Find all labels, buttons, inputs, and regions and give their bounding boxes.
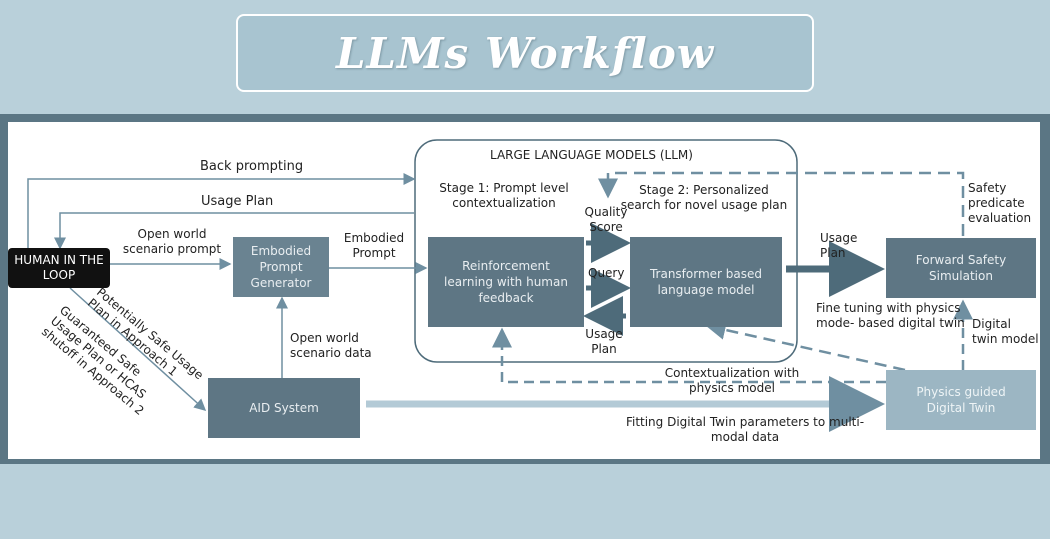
stage1-label: Stage 1: Prompt level contextualization: [439, 181, 569, 210]
page-title: LLMs Workflow: [336, 28, 714, 78]
digital-twin-model-label: Digital twin model: [972, 317, 1039, 346]
safety-predicate-arrow: [598, 171, 965, 236]
aid-label: AID System: [249, 401, 319, 415]
contextualization-arrow: [492, 327, 886, 384]
transformer-label: Transformer based language model: [649, 267, 763, 297]
usage-plan-top-label: Usage Plan: [201, 194, 274, 209]
human-to-aid-arrow: [69, 287, 207, 412]
fitting-label: Fitting Digital Twin parameters to multi…: [625, 415, 865, 444]
llm-group-border: [414, 139, 798, 363]
back-prompting-arrow: [27, 173, 416, 248]
forward-safety-node: Forward Safety Simulation: [886, 238, 1036, 298]
rl-label: Reinforcement learning with human feedba…: [444, 259, 568, 305]
embodied-generator-label: Embodied Prompt Generator: [250, 244, 312, 290]
human-node: HUMAN IN THE LOOP: [8, 248, 110, 288]
fine-tuning-arrow: [705, 320, 906, 372]
fine-tuning-label: Fine tuning with physics mode- based dig…: [816, 301, 965, 330]
forward-safety-label: Forward Safety Simulation: [915, 253, 1007, 283]
embodied-generator-node: Embodied Prompt Generator: [233, 237, 329, 297]
physics-twin-label: Physics guided Digital Twin: [916, 385, 1006, 415]
contextualization-label: Contextualization with physics model: [664, 366, 800, 395]
open-world-data-label: Open world scenario data: [290, 331, 372, 360]
transformer-node: Transformer based language model: [630, 237, 782, 327]
usage-plan-arrow: [54, 212, 414, 250]
physics-twin-node: Physics guided Digital Twin: [886, 370, 1036, 430]
stage2-label: Stage 2: Personalized search for novel u…: [620, 183, 788, 212]
rl-node: Reinforcement learning with human feedba…: [428, 237, 584, 327]
aid-node: AID System: [208, 378, 360, 438]
human-label: HUMAN IN THE LOOP: [14, 253, 104, 282]
query-label: Query: [588, 266, 625, 280]
back-prompting-label: Back prompting: [200, 159, 304, 174]
open-world-prompt-label: Open world scenario prompt: [122, 227, 222, 256]
usage-plan-right-label: Usage Plan: [820, 231, 858, 260]
safety-predicate-label: Safety predicate evaluation: [968, 181, 1032, 225]
llm-group-label: LARGE LANGUAGE MODELS (LLM): [490, 148, 693, 162]
title-banner: LLMs Workflow: [236, 14, 814, 92]
usage-plan-bottom-label: Usage Plan: [585, 327, 623, 356]
embodied-prompt-label: Embodied Prompt: [343, 231, 405, 260]
quality-score-label: Quality Score: [584, 205, 628, 234]
